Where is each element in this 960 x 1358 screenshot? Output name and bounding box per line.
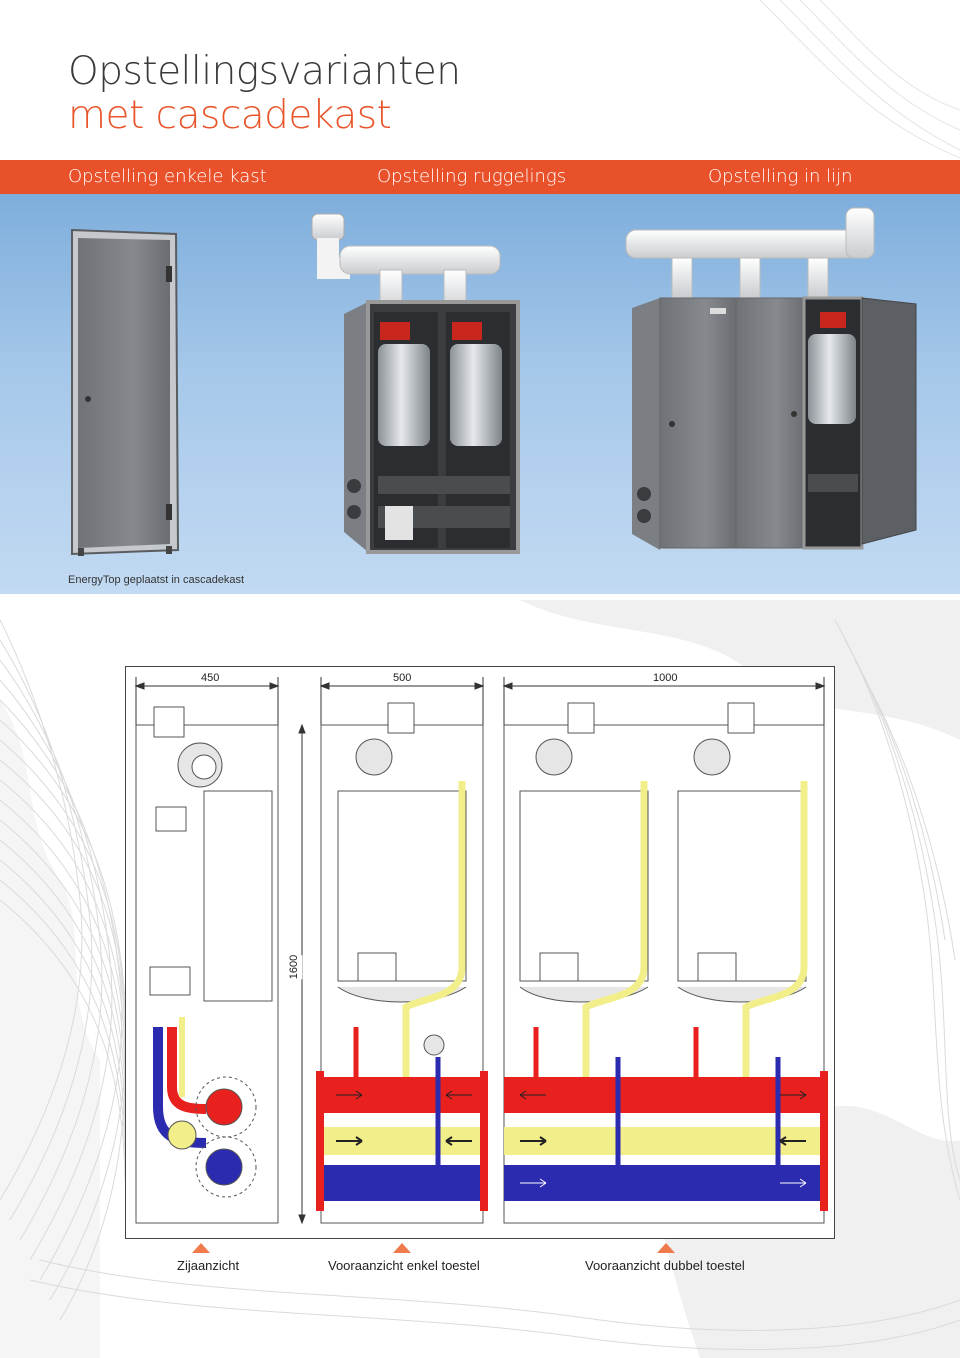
title-line-2: met cascadekast bbox=[68, 93, 392, 138]
photo-band bbox=[0, 194, 960, 594]
label-vooraanzicht-dubbel: Vooraanzicht dubbel toestel bbox=[585, 1258, 745, 1273]
header-enkele-kast: Opstelling enkele kast bbox=[68, 166, 267, 187]
technical-diagram: 450 500 1000 1600 bbox=[125, 666, 835, 1239]
single-cabinet-photo bbox=[71, 228, 180, 556]
dim-side-width: 450 bbox=[198, 672, 223, 684]
label-vooraanzicht-enkel: Vooraanzicht enkel toestel bbox=[328, 1258, 480, 1273]
dim-front-single-width: 500 bbox=[390, 672, 415, 684]
header-ruggelings: Opstelling ruggelings bbox=[377, 166, 567, 187]
page-title: Opstellingsvarianten met cascadekast bbox=[68, 49, 461, 138]
view-marker-front-double bbox=[657, 1243, 675, 1253]
diagram-equipment bbox=[135, 702, 828, 1224]
back-to-back-cabinet-photo bbox=[311, 213, 520, 554]
title-line-1: Opstellingsvarianten bbox=[68, 49, 461, 94]
label-zijaanzicht: Zijaanzicht bbox=[177, 1258, 240, 1273]
front-single-drawing bbox=[316, 702, 488, 1224]
view-marker-front-single bbox=[393, 1243, 411, 1253]
view-marker-side bbox=[192, 1243, 210, 1253]
front-double-drawing bbox=[503, 702, 828, 1224]
product-photos bbox=[71, 207, 917, 556]
dim-front-double-width: 1000 bbox=[650, 672, 681, 684]
inline-cabinet-photo bbox=[625, 207, 917, 550]
side-view-drawing bbox=[135, 706, 279, 1224]
header-in-lijn: Opstelling in lijn bbox=[708, 166, 853, 187]
photo-caption: EnergyTop geplaatst in cascadekast bbox=[68, 574, 245, 586]
variant-header-band: Opstelling enkele kast Opstelling ruggel… bbox=[0, 160, 960, 194]
